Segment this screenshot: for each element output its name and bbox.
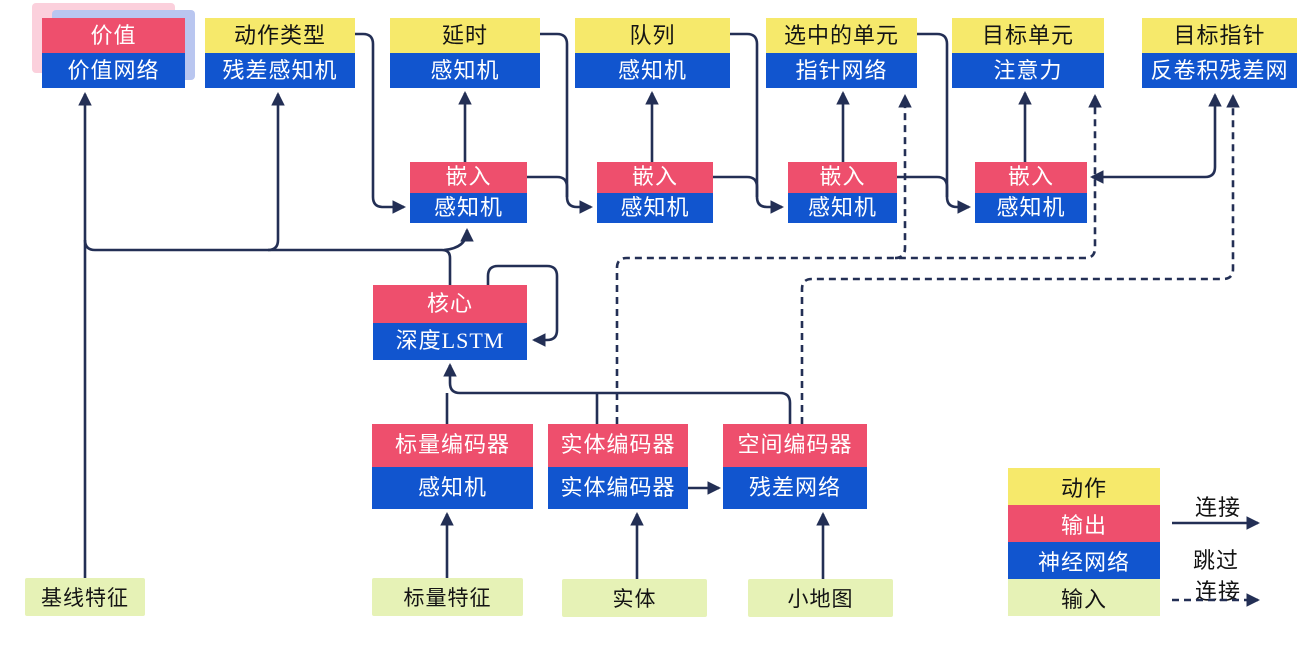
head-value-network: 价值网络 xyxy=(42,53,185,88)
head-target-point-action: 目标指针 xyxy=(1142,18,1297,53)
embed-4-output: 嵌入 xyxy=(975,162,1087,193)
encoder-scalar-network: 感知机 xyxy=(372,466,533,509)
embed-1: 嵌入 感知机 xyxy=(410,162,527,223)
encoder-spatial: 空间编码器 残差网络 xyxy=(723,424,867,509)
head-target-point-network: 反卷积残差网 xyxy=(1142,53,1297,88)
head-delay-action: 延时 xyxy=(390,18,540,53)
embed-4-network: 感知机 xyxy=(975,192,1087,223)
legend-item-output: 输出 xyxy=(1008,505,1160,542)
skip-connections xyxy=(615,93,1261,607)
embed-2-network: 感知机 xyxy=(597,192,713,223)
legend-dashed-arrow-label-1: 跳过 xyxy=(1192,548,1239,573)
head-delay: 延时 感知机 xyxy=(390,18,540,88)
legend-item-network: 神经网络 xyxy=(1008,542,1160,579)
legend: 动作 输出 神经网络 输入 xyxy=(1008,468,1160,616)
encoder-scalar: 标量编码器 感知机 xyxy=(372,424,533,509)
encoder-entity-output: 实体编码器 xyxy=(548,424,688,467)
legend-dashed-arrow-label-2: 连接 xyxy=(1194,579,1241,604)
core-output: 核心 xyxy=(373,285,527,323)
input-entities: 实体 xyxy=(562,579,707,617)
head-queue: 队列 感知机 xyxy=(575,18,730,88)
core-network: 深度LSTM xyxy=(373,322,527,360)
embed-3-output: 嵌入 xyxy=(788,162,897,193)
legend-item-action: 动作 xyxy=(1008,468,1160,505)
encoder-entity: 实体编码器 实体编码器 xyxy=(548,424,688,509)
head-value-output: 价值 xyxy=(42,18,185,53)
legend-item-input: 输入 xyxy=(1008,579,1160,616)
head-target-unit: 目标单元 注意力 xyxy=(952,18,1104,88)
embed-3: 嵌入 感知机 xyxy=(788,162,897,223)
head-selected-units-network: 指针网络 xyxy=(766,53,917,88)
encoder-spatial-output: 空间编码器 xyxy=(723,424,867,467)
head-selected-units-action: 选中的单元 xyxy=(766,18,917,53)
head-selected-units: 选中的单元 指针网络 xyxy=(766,18,917,88)
input-minimap: 小地图 xyxy=(748,579,893,617)
head-queue-network: 感知机 xyxy=(575,53,730,88)
input-baseline-features: 基线特征 xyxy=(25,578,145,616)
embed-1-network: 感知机 xyxy=(410,192,527,223)
head-value: 价值 价值网络 xyxy=(42,18,185,88)
core: 核心 深度LSTM xyxy=(373,285,527,360)
encoder-scalar-output: 标量编码器 xyxy=(372,424,533,467)
embed-2: 嵌入 感知机 xyxy=(597,162,713,223)
embed-3-network: 感知机 xyxy=(788,192,897,223)
embed-4: 嵌入 感知机 xyxy=(975,162,1087,223)
embed-1-output: 嵌入 xyxy=(410,162,527,193)
head-target-unit-network: 注意力 xyxy=(952,53,1104,88)
head-action-type: 动作类型 残差感知机 xyxy=(205,18,355,88)
encoder-entity-network: 实体编码器 xyxy=(548,466,688,509)
legend-solid-arrow-label: 连接 xyxy=(1194,495,1241,520)
head-delay-network: 感知机 xyxy=(390,53,540,88)
encoder-spatial-network: 残差网络 xyxy=(723,466,867,509)
input-scalar-features: 标量特征 xyxy=(372,578,523,616)
embed-2-output: 嵌入 xyxy=(597,162,713,193)
head-action-type-network: 残差感知机 xyxy=(205,53,355,88)
head-queue-action: 队列 xyxy=(575,18,730,53)
head-target-unit-action: 目标单元 xyxy=(952,18,1104,53)
head-action-type-action: 动作类型 xyxy=(205,18,355,53)
head-target-point: 目标指针 反卷积残差网 xyxy=(1142,18,1297,88)
